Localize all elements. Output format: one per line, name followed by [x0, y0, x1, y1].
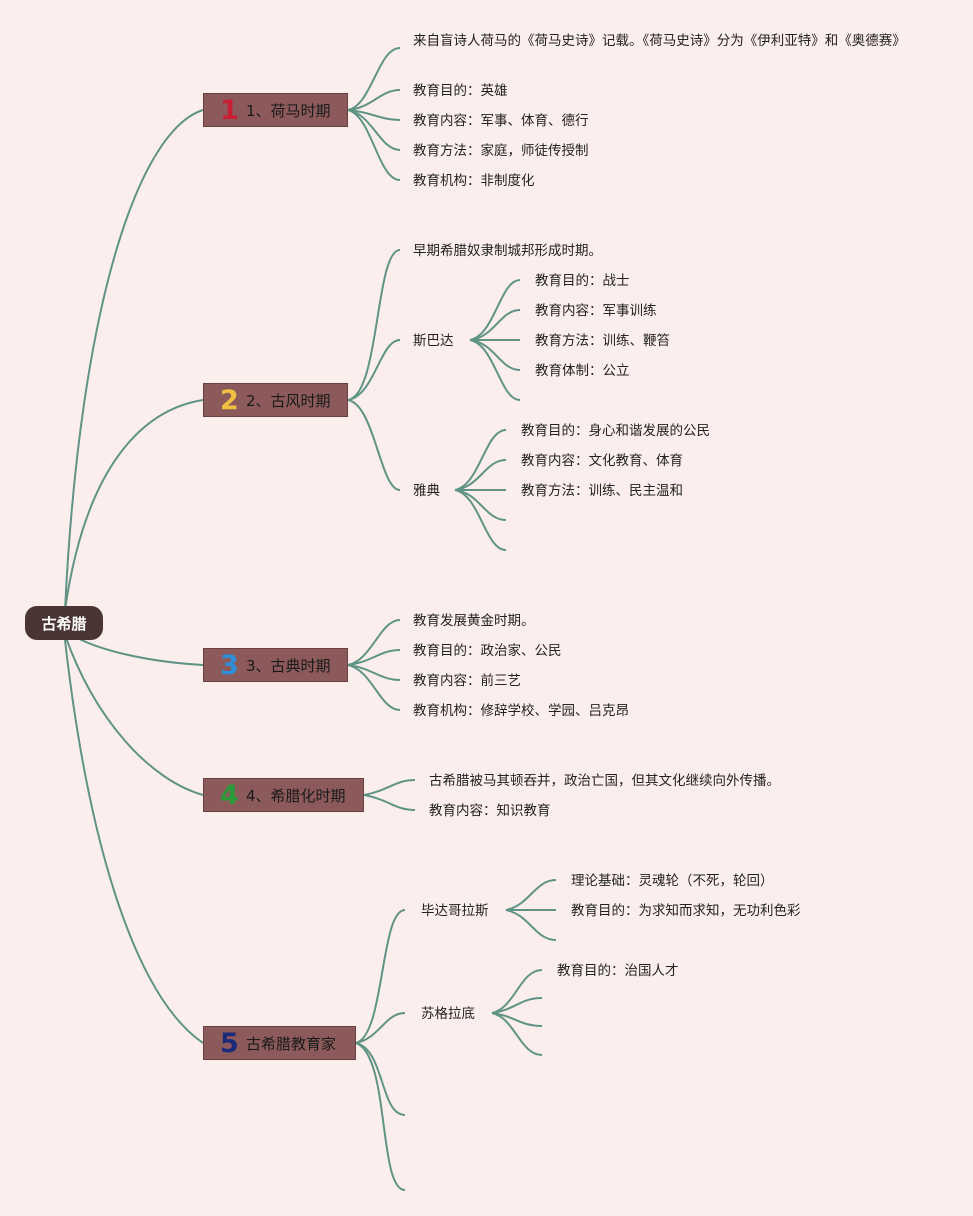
branch-label: 2、古风时期 — [246, 391, 331, 410]
classical-institution: 教育机构：修辞学校、学园、吕克昂 — [413, 703, 629, 719]
athens-content: 教育内容：文化教育、体育 — [521, 453, 683, 469]
sparta-node[interactable]: 斯巴达 — [413, 333, 454, 349]
sparta-content: 教育内容：军事训练 — [535, 303, 657, 319]
branch-label: 4、希腊化时期 — [246, 786, 346, 805]
homer-method: 教育方法：家庭，师徒传授制 — [413, 143, 589, 159]
branch-homer[interactable]: 1 1、荷马时期 — [203, 93, 348, 127]
classical-intro: 教育发展黄金时期。 — [413, 613, 535, 629]
branch-educators[interactable]: 5 古希腊教育家 — [203, 1026, 356, 1060]
homer-intro: 来自盲诗人荷马的《荷马史诗》记载。《荷马史诗》分为《伊利亚特》和《奥德赛》 — [413, 33, 906, 49]
branch-hellenistic[interactable]: 4 4、希腊化时期 — [203, 778, 364, 812]
pythagoras-theory: 理论基础：灵魂轮（不死，轮回） — [571, 873, 774, 889]
number-5-icon: 5 — [220, 1027, 239, 1059]
branch-classical[interactable]: 3 3、古典时期 — [203, 648, 348, 682]
sparta-method: 教育方法：训练、鞭笞 — [535, 333, 670, 349]
homer-aim: 教育目的：英雄 — [413, 83, 508, 99]
athens-method: 教育方法：训练、民主温和 — [521, 483, 683, 499]
hellenistic-intro: 古希腊被马其顿吞并，政治亡国，但其文化继续向外传播。 — [429, 773, 780, 789]
athens-aim: 教育目的：身心和谐发展的公民 — [521, 423, 710, 439]
branch-label: 3、古典时期 — [246, 656, 331, 675]
number-2-icon: 2 — [220, 384, 239, 416]
root-node[interactable]: 古希腊 — [25, 606, 103, 640]
branch-archaic[interactable]: 2 2、古风时期 — [203, 383, 348, 417]
number-1-icon: 1 — [220, 94, 239, 126]
number-4-icon: 4 — [220, 779, 239, 811]
homer-content: 教育内容：军事、体育、德行 — [413, 113, 589, 129]
pythagoras-node[interactable]: 毕达哥拉斯 — [421, 903, 489, 919]
sparta-aim: 教育目的：战士 — [535, 273, 630, 289]
athens-node[interactable]: 雅典 — [413, 483, 440, 499]
homer-institution: 教育机构：非制度化 — [413, 173, 535, 189]
classical-aim: 教育目的：政治家、公民 — [413, 643, 562, 659]
archaic-intro: 早期希腊奴隶制城邦形成时期。 — [413, 243, 602, 259]
branch-label: 古希腊教育家 — [246, 1034, 337, 1053]
sparta-system: 教育体制：公立 — [535, 363, 630, 379]
socrates-node[interactable]: 苏格拉底 — [421, 1006, 475, 1022]
pythagoras-aim: 教育目的：为求知而求知，无功利色彩 — [571, 903, 801, 919]
hellenistic-content: 教育内容：知识教育 — [429, 803, 551, 819]
socrates-aim: 教育目的：治国人才 — [557, 963, 679, 979]
branch-label: 1、荷马时期 — [246, 101, 331, 120]
classical-content: 教育内容：前三艺 — [413, 673, 521, 689]
number-3-icon: 3 — [220, 649, 239, 681]
